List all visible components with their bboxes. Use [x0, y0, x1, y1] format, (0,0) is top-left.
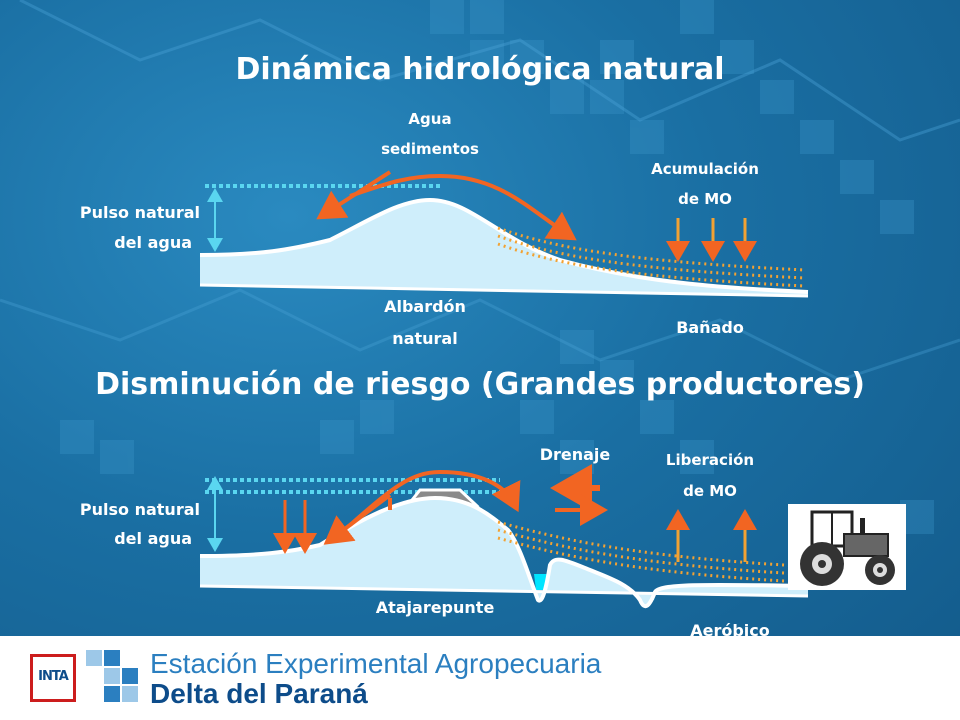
levee-label-1: Albardón [384, 297, 466, 316]
pulse-label-bottom-2: del agua [114, 529, 192, 548]
footer-bar [0, 636, 960, 720]
accumulation-label-1: Acumulación [651, 160, 759, 178]
release-label-2: de MO [683, 482, 737, 500]
bottom-diagram [199, 464, 809, 609]
levee-top [200, 200, 808, 296]
top-diagram [199, 170, 809, 298]
footer-line-1: Estación Experimental Agropecuaria [150, 648, 602, 679]
release-arrows [666, 509, 757, 562]
title-risk-reduction: Disminución de riesgo (Grandes productor… [95, 367, 865, 402]
drainage-label: Drenaje [539, 445, 611, 464]
accumulation-arrows [666, 218, 757, 262]
flow-arrow-right-top [349, 173, 577, 241]
marsh-label: Bañado [676, 318, 744, 337]
flow-label-2: sedimentos [381, 140, 479, 158]
tractor-illustration [788, 504, 906, 590]
pulse-label-top-1: Pulso natural [79, 203, 200, 222]
inta-logo: INTA [30, 654, 76, 702]
embankment-label: Atajarepunte [375, 598, 495, 617]
accumulation-label-2: de MO [678, 190, 732, 208]
footer-line-2: Delta del Paraná [150, 678, 368, 709]
title-natural-dynamics: Dinámica hidrológica natural [235, 52, 725, 87]
aerobic-label: Aeróbico [690, 621, 770, 640]
pulse-label-top-2: del agua [114, 233, 192, 252]
pulse-label-bottom-1: Pulso natural [79, 500, 200, 519]
station-cross-icon [86, 650, 138, 702]
flow-label-1: Agua [408, 110, 452, 128]
levee-bottom [200, 498, 808, 607]
tractor-icon [800, 510, 895, 586]
levee-label-2: natural [392, 329, 458, 348]
flow-arrow-right-bottom [348, 469, 521, 527]
sediment-dots-bottom [497, 520, 801, 584]
release-label-1: Liberación [665, 451, 755, 469]
